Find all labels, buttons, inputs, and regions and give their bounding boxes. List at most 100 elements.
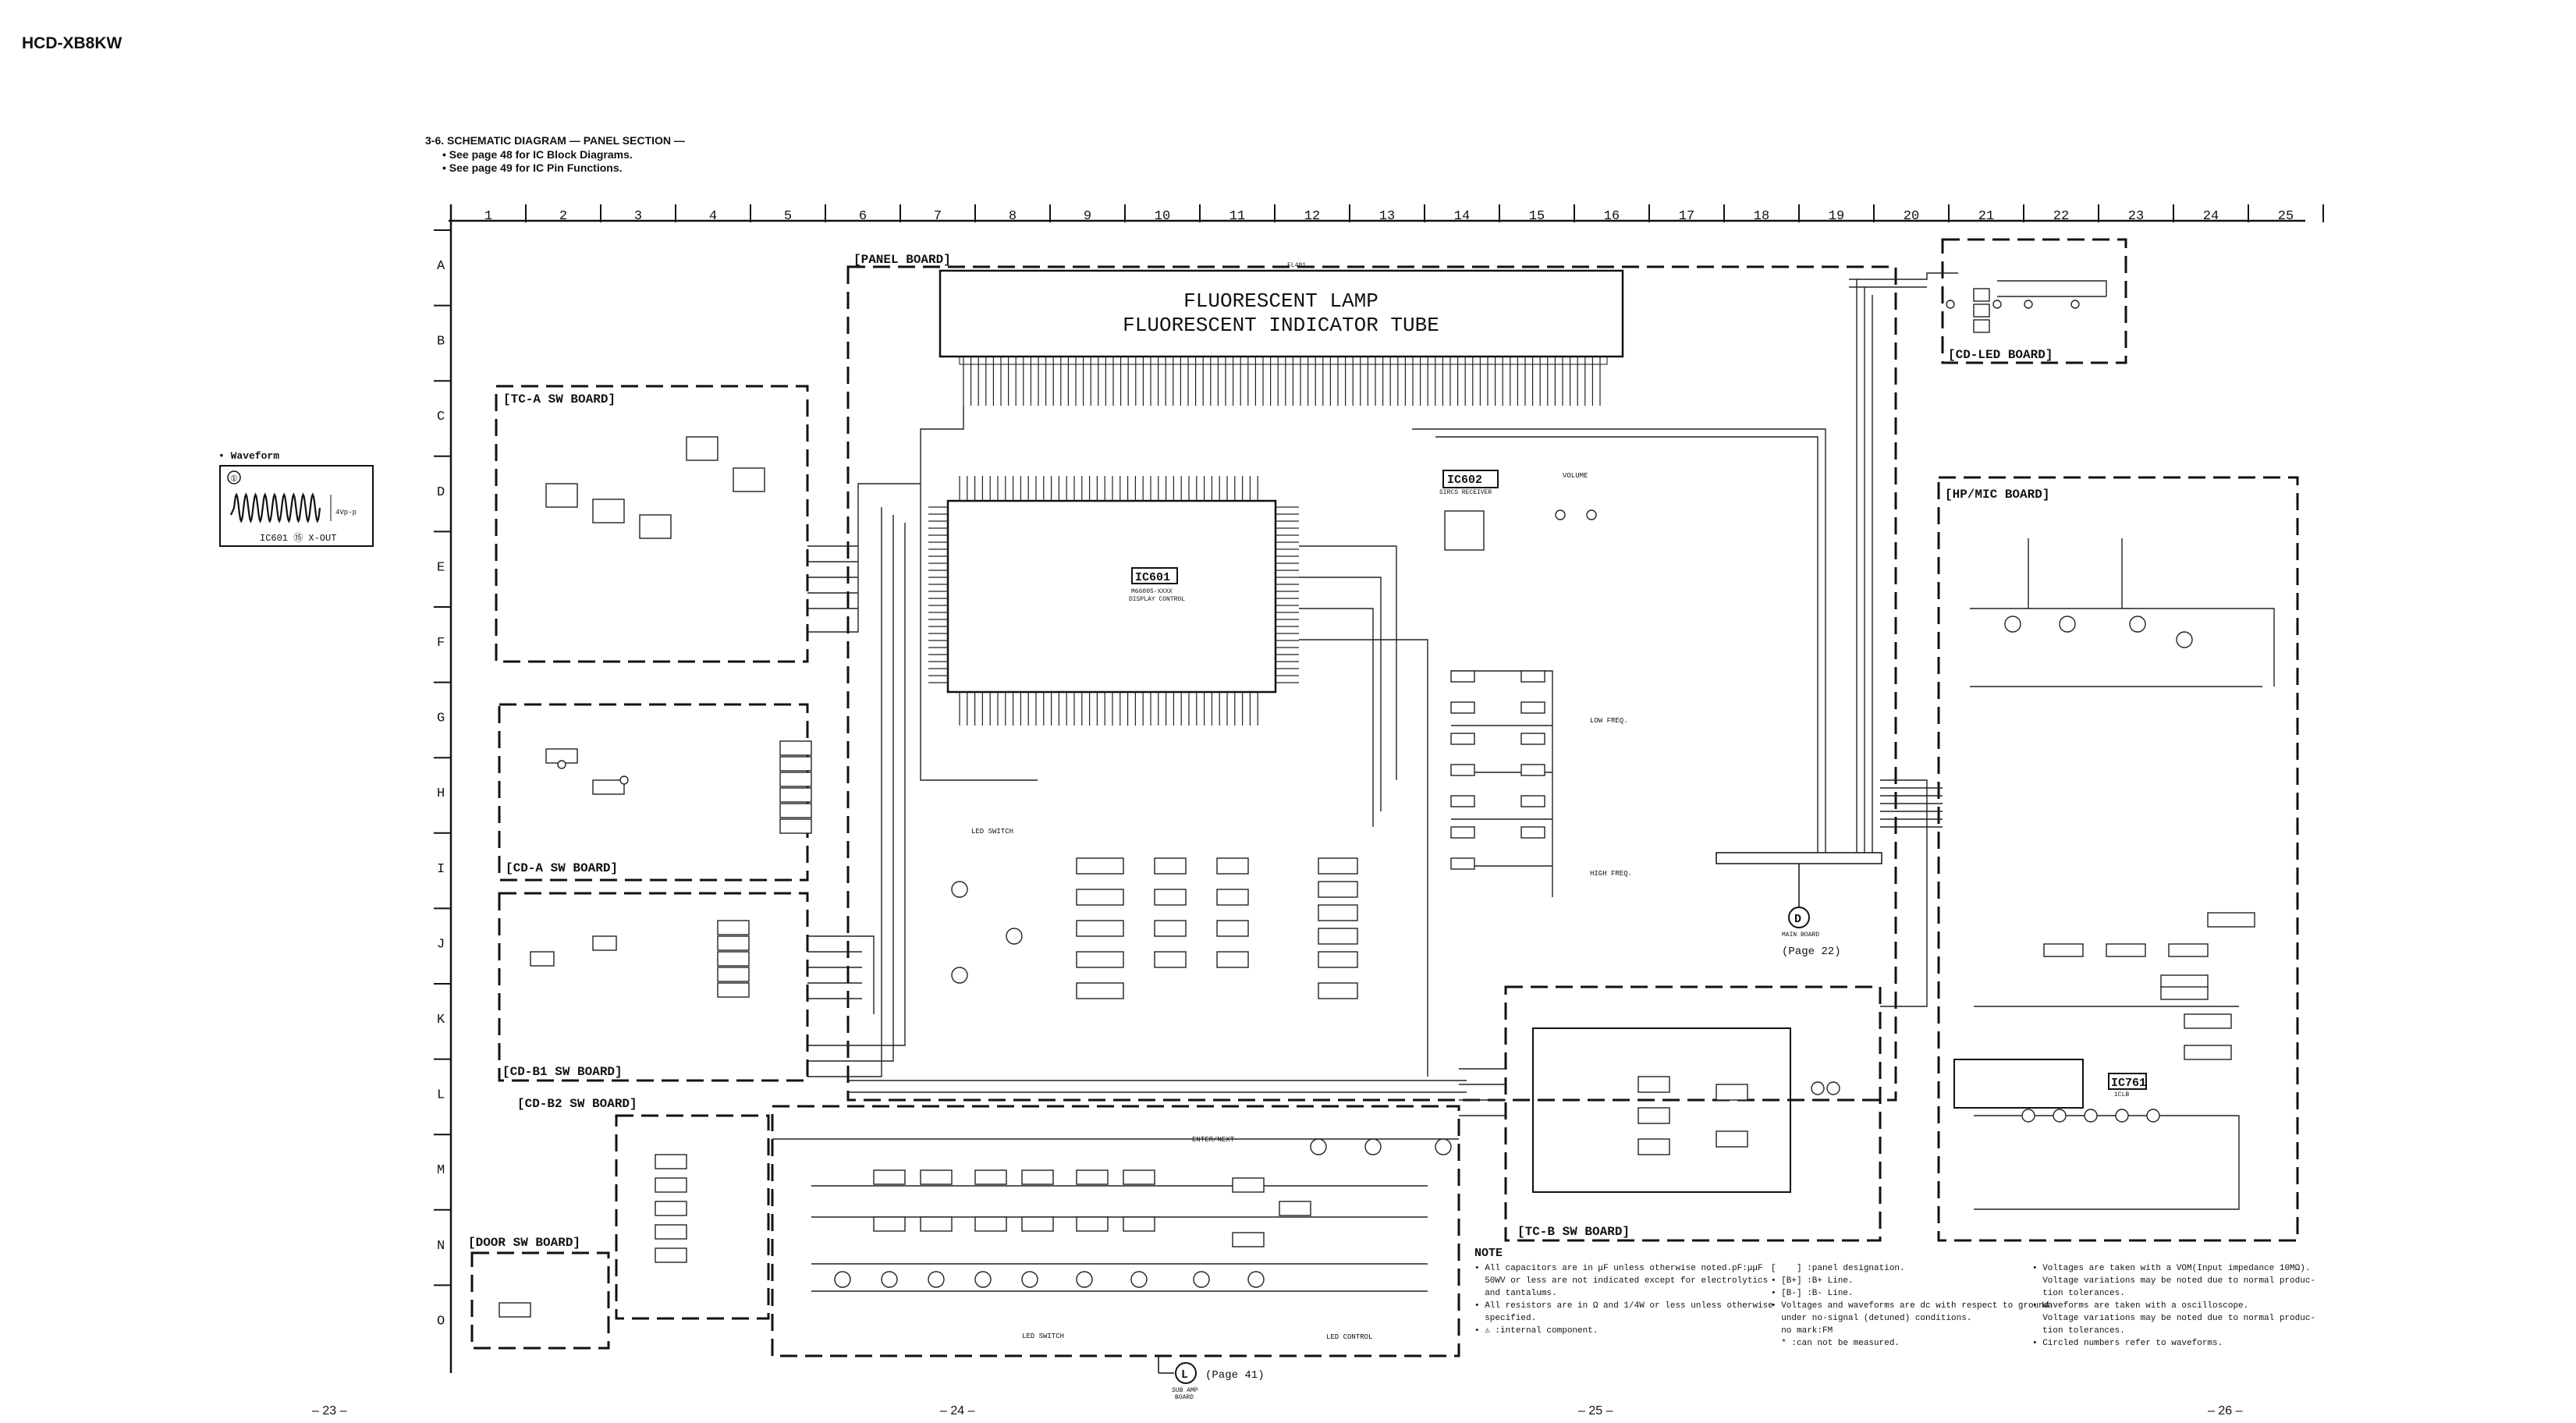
cd-led-board-outline: [1941, 238, 2127, 364]
cd-a-board-label: [CD-A SW BOARD]: [506, 861, 618, 875]
main-board-reference: D MAIN BOARD (Page 22): [1716, 852, 1882, 958]
note-line: • Circled numbers refer to waveforms.: [2032, 1339, 2223, 1348]
grid-row-label: L: [437, 1088, 445, 1103]
notes-left-column: • All capacitors are in μF unless otherw…: [1474, 1262, 1773, 1337]
grid-column-label: 18: [1754, 209, 1769, 224]
waveform-caption: IC601 ⑮ X-OUT: [260, 532, 336, 544]
note-line: * :can not be measured.: [1771, 1339, 1900, 1348]
main-board-marker: D: [1794, 913, 1801, 926]
waveform-heading: • Waveform: [218, 450, 279, 462]
model-name: HCD-XB8KW: [22, 34, 122, 52]
led-switch-label-top: LED SWITCH: [971, 828, 1013, 836]
note-line: no mark:FM: [1771, 1326, 1833, 1336]
led-control-label: LED CONTROL: [1326, 1333, 1372, 1341]
cd-b2-board-label: [CD-B2 SW BOARD]: [517, 1097, 637, 1111]
ic601-sub1: M66005-XXXX: [1131, 588, 1173, 595]
grid-column-label: 20: [1904, 209, 1919, 224]
ic602-sub1: SIRCS RECEIVER: [1439, 489, 1492, 496]
grid-row-label: F: [437, 636, 445, 651]
grid-column-label: 13: [1379, 209, 1395, 224]
enter-next-label: ENTER/NEXT: [1192, 1136, 1235, 1144]
page-number-25: – 25 –: [1578, 1404, 1613, 1418]
grid-column-label: 9: [1084, 209, 1091, 224]
grid-column-label: 3: [634, 209, 642, 224]
page-number-23: – 23 –: [312, 1404, 347, 1418]
grid-row-label: B: [437, 335, 445, 350]
tc-a-board-outline: [495, 385, 809, 663]
grid-column-label: 17: [1679, 209, 1694, 224]
waveform-amplitude: 4Vp-p: [335, 509, 357, 516]
notes-heading: NOTE: [1474, 1247, 1503, 1260]
grid-row-label: E: [437, 560, 445, 575]
grid-column-label: 7: [934, 209, 942, 224]
tc-a-board-label: [TC-A SW BOARD]: [503, 392, 616, 406]
grid-column-label: 15: [1529, 209, 1545, 224]
grid-row-label: A: [437, 259, 445, 274]
tc-b-board-label: [TC-B SW BOARD]: [1517, 1225, 1630, 1239]
cd-a-board-outline: [498, 703, 809, 882]
ic602-label: IC602: [1447, 474, 1482, 487]
hp-mic-board-label: [HP/MIC BOARD]: [1945, 488, 2049, 502]
note-line: • [B-] :B- Line.: [1771, 1289, 1854, 1298]
note-line: Voltage variations may be noted due to n…: [2032, 1314, 2316, 1323]
note-line: tion tolerances.: [2032, 1289, 2125, 1298]
section-note-2: • See page 49 for IC Pin Functions.: [442, 161, 623, 174]
main-board-page: (Page 22): [1782, 946, 1841, 958]
grid-row-label: I: [437, 862, 445, 877]
grid-column-label: 25: [2278, 209, 2294, 224]
grid-column-label: 12: [1304, 209, 1320, 224]
tube-ref: FL401: [1287, 262, 1306, 269]
note-line: and tantalums.: [1474, 1289, 1557, 1298]
door-board-outline: [470, 1251, 610, 1350]
ic601-label: IC601: [1135, 571, 1170, 584]
grid-row-label: H: [437, 786, 445, 801]
note-line: • Voltages and waveforms are dc with res…: [1771, 1301, 2049, 1311]
schematic-components: [499, 288, 2255, 1318]
grid-row-label: M: [437, 1163, 445, 1178]
fluorescent-tube: FL401 FLUORESCENT LAMP FLUORESCENT INDIC…: [939, 262, 1624, 406]
note-line: • ⚠ :internal component.: [1474, 1326, 1598, 1336]
note-line: [ ] :panel designation.: [1771, 1264, 1905, 1273]
sub-amp-reference: L SUB AMP BOARD (Page 41): [1158, 1356, 1265, 1401]
section-title: 3-6. SCHEMATIC DIAGRAM — PANEL SECTION —: [425, 134, 685, 147]
grid-row-label: D: [437, 485, 445, 500]
ic761: IC761 1CLB: [1953, 1059, 2147, 1109]
grid-row-label: O: [437, 1314, 445, 1329]
cd-b1-board-outline: [498, 892, 809, 1082]
waveform-box: • Waveform ① 4Vp-p IC601 ⑮ X-OUT: [218, 450, 374, 547]
note-line: • Voltages are taken with a VOM(Input im…: [2032, 1264, 2311, 1273]
ic761-label: IC761: [2111, 1077, 2146, 1090]
note-line: • [B+] :B+ Line.: [1771, 1276, 1854, 1286]
tube-line-2: FLUORESCENT INDICATOR TUBE: [1123, 314, 1439, 337]
page-number-26: – 26 –: [2208, 1404, 2243, 1418]
note-line: tion tolerances.: [2032, 1326, 2125, 1336]
grid-row-label: N: [437, 1239, 445, 1254]
note-line: • Waveforms are taken with a oscilloscop…: [2032, 1301, 2249, 1311]
grid-column-label: 1: [484, 209, 492, 224]
tc-b-board-outline: [1504, 985, 1882, 1242]
grid-column-label: 19: [1829, 209, 1844, 224]
grid-column-label: 16: [1604, 209, 1620, 224]
grid-column-label: 10: [1155, 209, 1170, 224]
tube-line-1: FLUORESCENT LAMP: [1183, 289, 1378, 313]
grid-column-label: 2: [559, 209, 567, 224]
sub-amp-name: SUB AMP: [1172, 1387, 1198, 1394]
cd-led-board-label: [CD-LED BOARD]: [1948, 348, 2053, 362]
notes-right-column: • Voltages are taken with a VOM(Input im…: [2032, 1262, 2316, 1350]
grid-row-label: C: [437, 410, 445, 424]
ic761-sub1: 1CLB: [2114, 1091, 2129, 1098]
notes-middle-column: [ ] :panel designation. • [B+] :B+ Line. •…: [1771, 1262, 2049, 1350]
ic602: IC602 SIRCS RECEIVER: [1439, 470, 1499, 551]
grid-row-label: K: [437, 1013, 445, 1027]
door-board-label: [DOOR SW BOARD]: [468, 1236, 580, 1250]
led-switch-label-bottom: LED SWITCH: [1022, 1333, 1064, 1340]
section-note-1: • See page 48 for IC Block Diagrams.: [442, 148, 633, 161]
panel-board-label: [PANEL BOARD]: [853, 253, 951, 267]
sub-amp-marker: L: [1181, 1368, 1188, 1382]
grid-row-label: J: [437, 937, 445, 952]
high-freq-label: HIGH FREQ.: [1590, 870, 1632, 878]
grid-column-label: 11: [1229, 209, 1245, 224]
low-freq-label: LOW FREQ.: [1590, 717, 1628, 725]
